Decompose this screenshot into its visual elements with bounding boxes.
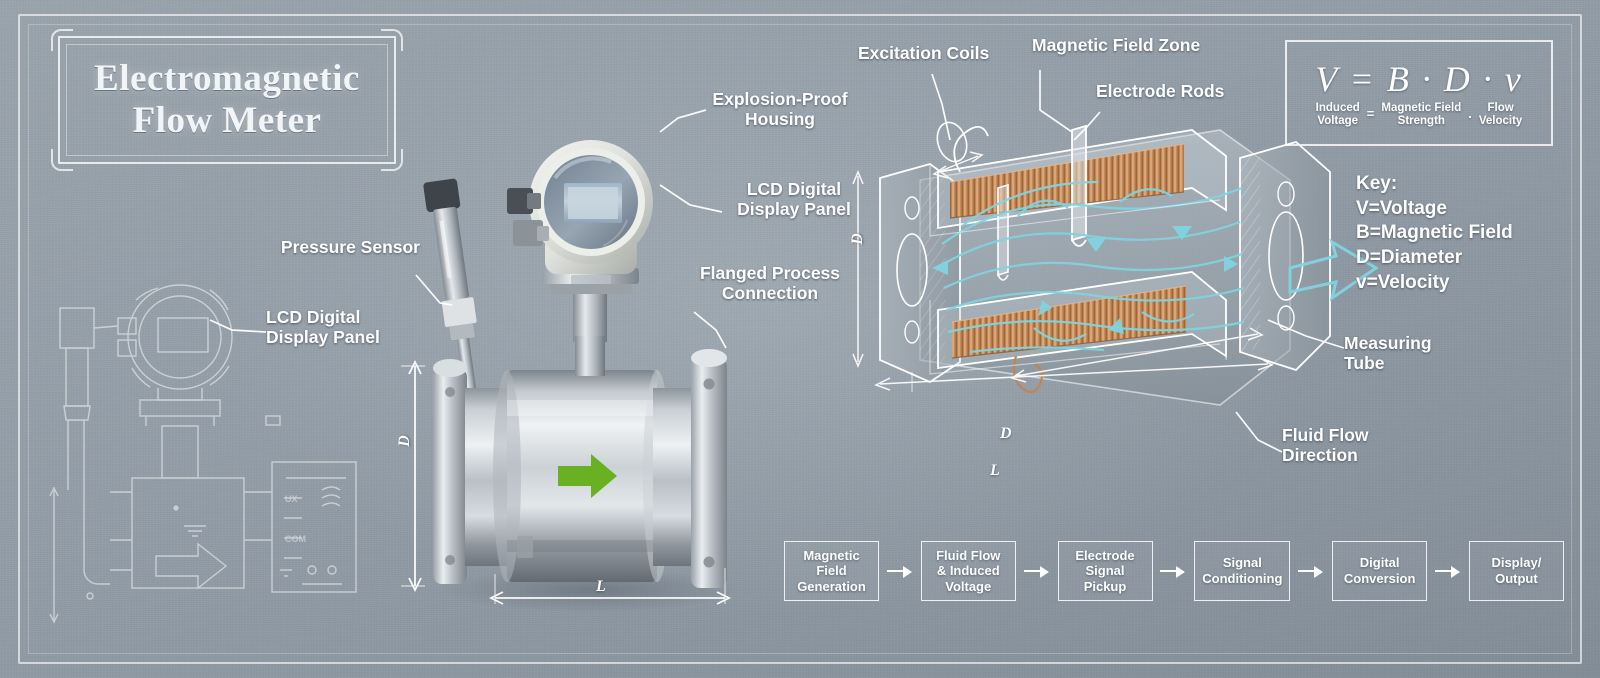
cutaway-dim-label-l: L	[990, 462, 1000, 479]
blueprint-terminal-label-com: COM	[285, 534, 306, 544]
title-plaque: Electromagnetic Flow Meter	[51, 29, 403, 171]
key-item-voltage: V=Voltage	[1356, 197, 1447, 219]
formula-legend: Induced Voltage = Magnetic Field Strengt…	[1316, 102, 1523, 128]
pressure-sensor-assembly	[423, 178, 484, 418]
title-plaque-inner-border	[66, 44, 388, 156]
conduit-gland-upper	[507, 188, 533, 214]
flow-step-digital-conversion[interactable]: Digital Conversion	[1332, 541, 1428, 601]
key-item-velocity: v=Velocity	[1356, 271, 1450, 293]
key-legend: Key: V=Voltage B=Magnetic Field D=Diamet…	[1356, 172, 1513, 295]
blueprint-pressure-sensor	[59, 307, 95, 349]
formula-expression: V = B · D · v	[1315, 59, 1523, 100]
flanged-process-connection-left	[433, 359, 467, 584]
pressure-sensor-body	[433, 206, 469, 301]
cutaway-dim-label-d: D	[1000, 425, 1012, 442]
transmitter-head	[507, 140, 653, 342]
callout-explosion-proof-housing: Explosion-Proof Housing	[712, 89, 848, 129]
conduit-gland-lower	[513, 220, 543, 246]
photo-dim-label-l: L	[596, 578, 606, 595]
callout-pressure-sensor: Pressure Sensor	[280, 237, 420, 257]
measuring-tube-assembly	[433, 336, 727, 588]
photo-dimension-lines	[401, 359, 732, 605]
key-item-diameter: D=Diameter	[1356, 247, 1463, 269]
flow-arrow-2	[1022, 564, 1052, 578]
formula-term-voltage: Induced Voltage	[1315, 102, 1360, 127]
poster-inner-border	[28, 24, 1572, 654]
page-title: Electromagnetic Flow Meter	[58, 36, 396, 164]
flow-step-signal-conditioning[interactable]: Signal Conditioning	[1194, 541, 1291, 601]
callout-measuring-tube: Measuring Tube	[1344, 333, 1432, 373]
pressure-sensor-cap	[423, 178, 461, 213]
flow-step-fluid-flow-induced-voltage[interactable]: Fluid Flow & Induced Voltage	[920, 541, 1016, 601]
electrode-rod-secondary	[997, 183, 1009, 277]
key-heading: Key:	[1356, 173, 1398, 194]
blueprint-schematic: UX COM	[49, 284, 357, 624]
flow-direction-arrow-green	[558, 454, 617, 498]
fluid-flow-streamlines	[939, 180, 1245, 354]
fluid-flow-arrowheads	[932, 226, 1238, 334]
cutaway-dim-label-height: D	[848, 233, 866, 245]
title-corner-bottom-left	[51, 149, 73, 171]
blueprint-measuring-tube	[131, 477, 245, 589]
cutaway-dim-d	[1015, 333, 1259, 377]
blueprint-terminal-block	[271, 461, 357, 593]
callout-flanged-process-connection: Flanged Process Connection	[699, 263, 841, 303]
title-line-2: Flow Meter	[132, 100, 322, 141]
title-plaque-border	[58, 36, 396, 164]
cutaway-isometric-diagram	[852, 121, 1379, 406]
blueprint-lcd-window	[157, 317, 209, 353]
flow-arrow-4	[1296, 564, 1326, 578]
callout-fluid-flow-direction: Fluid Flow Direction	[1282, 425, 1369, 465]
callout-lcd-panel-right: LCD Digital Display Panel	[737, 179, 851, 219]
blueprint-flow-arrow	[155, 542, 228, 590]
title-corner-top-right	[381, 29, 403, 51]
flanged-process-connection-right	[691, 349, 727, 588]
flow-meter-product-photo	[401, 140, 740, 612]
blueprint-terminal-label-ux: UX	[285, 494, 298, 504]
flow-step-electrode-signal-pickup[interactable]: Electrode Signal Pickup	[1057, 541, 1153, 601]
callout-electrode-rods: Electrode Rods	[1096, 81, 1225, 101]
photo-dim-label-d: D	[395, 435, 413, 447]
flow-step-magnetic-field-generation[interactable]: Magnetic Field Generation	[784, 541, 879, 601]
callout-excitation-coils: Excitation Coils	[858, 43, 990, 63]
title-corner-bottom-right	[381, 149, 403, 171]
formula-term-velocity: Flow Velocity	[1478, 102, 1523, 127]
flow-step-display-output[interactable]: Display/ Output	[1468, 541, 1564, 601]
blueprint-transmitter-housing	[127, 284, 233, 390]
key-item-magnetic-field: B=Magnetic Field	[1356, 222, 1513, 244]
cutaway-dim-l	[879, 363, 1269, 385]
callout-lcd-panel-left: LCD Digital Display Panel	[266, 307, 380, 347]
process-flow-chart: Magnetic Field Generation Fluid Flow & I…	[784, 540, 1564, 602]
callout-magnetic-field-zone: Magnetic Field Zone	[1032, 35, 1201, 55]
title-line-1: Electromagnetic	[94, 58, 360, 100]
poster-outer-border	[18, 14, 1582, 664]
formula-box: V = B · D · v Induced Voltage = Magnetic…	[1285, 40, 1553, 146]
cutaway-dimension-lines	[852, 151, 1274, 392]
flow-arrow-1	[885, 564, 915, 578]
pressure-sensor-hex-nut	[441, 297, 477, 327]
flow-arrow-5	[1433, 564, 1463, 578]
formula-dot-operator: .	[1468, 105, 1472, 121]
formula-term-field: Magnetic Field Strength	[1381, 102, 1462, 127]
flow-arrow-3	[1158, 564, 1188, 578]
title-corner-top-left	[51, 29, 73, 51]
formula-equals-sign: =	[1366, 105, 1375, 121]
outlet-flow-arrow	[1288, 238, 1379, 302]
